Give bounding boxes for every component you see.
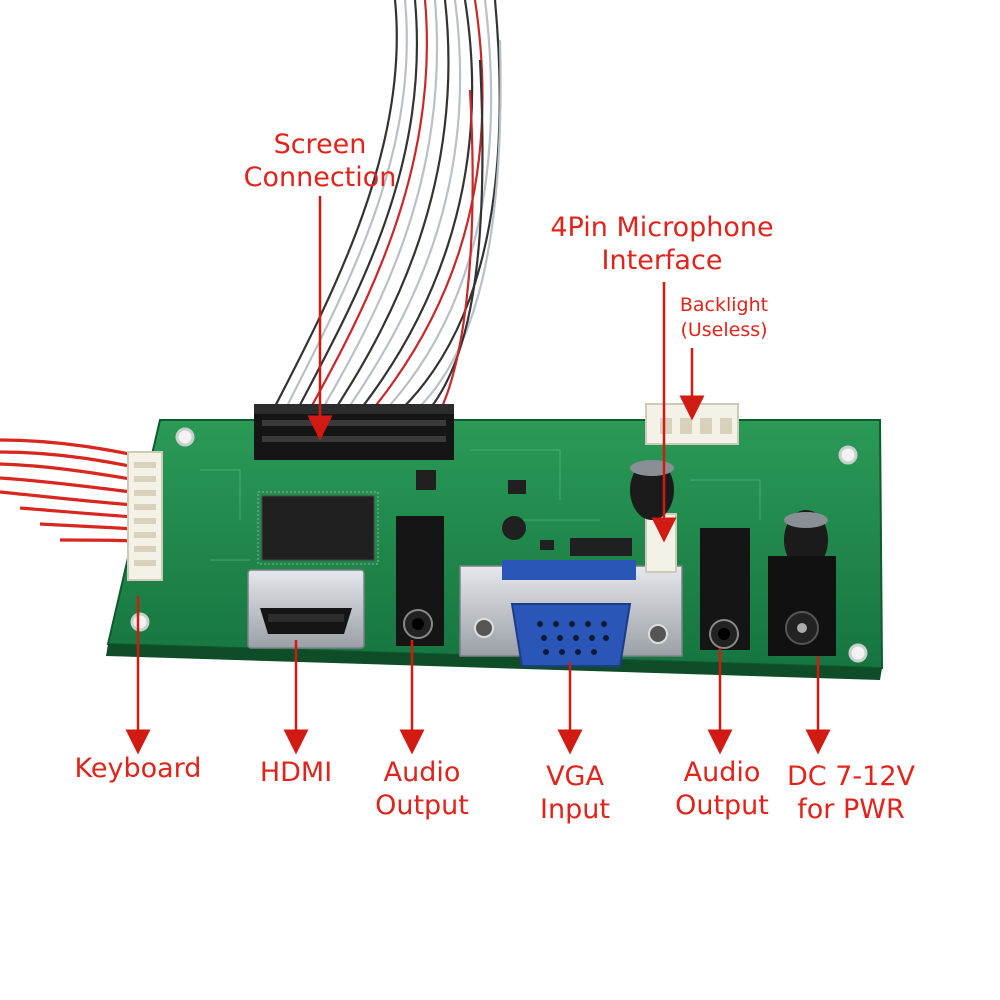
hdmi-port — [247, 569, 365, 649]
label-line: Audio — [383, 757, 461, 788]
label-line: VGA — [546, 761, 604, 792]
label-line: Backlight — [679, 294, 769, 316]
annotation-arrows — [125, 196, 831, 755]
label-dc-power: DC 7-12V for PWR — [776, 760, 926, 826]
microphone-connector — [645, 513, 677, 573]
label-line: Connection — [243, 162, 397, 193]
label-line: DC 7-12V — [787, 761, 915, 792]
label-vga-input: VGA Input — [520, 760, 630, 826]
audio-jack-right — [700, 528, 750, 650]
label-hdmi: HDMI — [236, 756, 356, 789]
label-microphone-interface: 4Pin Microphone Interface — [520, 211, 804, 277]
label-backlight: Backlight (Useless) — [660, 293, 788, 343]
label-line: Output — [675, 790, 769, 821]
label-line: Output — [375, 790, 469, 821]
label-line: HDMI — [259, 757, 333, 788]
vga-port — [459, 560, 683, 667]
keyboard-cable — [0, 438, 151, 544]
label-line: for PWR — [797, 794, 905, 825]
main-chip — [257, 491, 379, 565]
lvds-cable — [267, 0, 502, 421]
audio-jack-left — [396, 516, 444, 646]
label-line: Input — [540, 794, 610, 825]
label-line: Keyboard — [74, 753, 202, 784]
label-line: 4Pin Microphone — [550, 212, 774, 243]
screen-connector — [254, 404, 454, 460]
small-components — [416, 470, 632, 556]
label-keyboard: Keyboard — [52, 752, 224, 785]
label-screen-connection: Screen Connection — [220, 128, 420, 194]
label-line: (Useless) — [680, 319, 768, 341]
label-line: Screen — [273, 129, 367, 160]
backlight-connector — [645, 403, 739, 445]
label-line: Audio — [683, 757, 761, 788]
dc-power-jack — [768, 556, 836, 656]
keyboard-connector — [127, 451, 163, 581]
label-line: Interface — [601, 245, 723, 276]
label-audio-output-2: Audio Output — [660, 756, 784, 822]
label-audio-output-1: Audio Output — [360, 756, 484, 822]
